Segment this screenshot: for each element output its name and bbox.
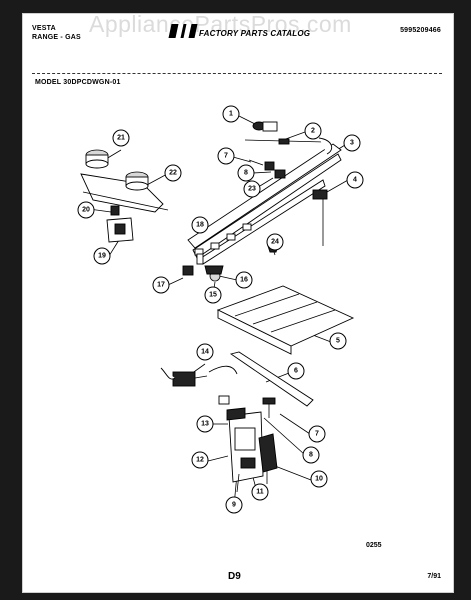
svg-text:11: 11 — [256, 489, 264, 496]
callout-4: 4 — [346, 171, 364, 189]
callout-13: 13 — [196, 415, 214, 433]
svg-text:2: 2 — [311, 128, 315, 135]
svg-text:13: 13 — [201, 421, 209, 428]
callout-19: 19 — [93, 247, 111, 265]
svg-text:23: 23 — [248, 186, 256, 193]
callout-9: 9 — [225, 496, 243, 514]
svg-text:5: 5 — [336, 338, 340, 345]
callout-3: 3 — [343, 134, 361, 152]
callout-14: 14 — [196, 343, 214, 361]
callout-20: 20 — [77, 201, 95, 219]
thermostat-valve — [226, 407, 278, 493]
callout-8-lower: 8 — [302, 446, 320, 464]
svg-text:14: 14 — [201, 349, 209, 356]
svg-text:18: 18 — [196, 222, 204, 229]
callout-2: 2 — [304, 122, 322, 140]
callout-6: 6 — [287, 362, 305, 380]
exploded-parts-diagram: 1 2 3 4 5 6 7 7 8 8 9 10 11 12 13 14 15 … — [77, 105, 364, 514]
callout-18: 18 — [191, 216, 209, 234]
svg-text:8: 8 — [309, 452, 313, 459]
callout-5: 5 — [329, 332, 347, 350]
svg-text:9: 9 — [232, 502, 236, 509]
broiler-deflector — [216, 285, 355, 355]
callout-7-upper: 7 — [217, 147, 235, 165]
header-rule — [32, 73, 442, 74]
gas-manifold — [187, 121, 342, 265]
callout-23: 23 — [243, 180, 261, 198]
svg-text:22: 22 — [169, 170, 177, 177]
svg-text:8: 8 — [244, 170, 248, 177]
callout-24: 24 — [266, 233, 284, 251]
svg-text:15: 15 — [209, 292, 217, 299]
svg-text:4: 4 — [353, 177, 357, 184]
catalog-date: 7/91 — [427, 573, 441, 580]
page-number: D9 — [228, 571, 241, 582]
svg-text:19: 19 — [98, 253, 106, 260]
oven-burner — [160, 351, 314, 418]
callout-7-lower: 7 — [308, 425, 326, 443]
svg-text:1: 1 — [229, 111, 233, 118]
callout-10: 10 — [310, 470, 328, 488]
svg-text:6: 6 — [294, 368, 298, 375]
svg-text:7: 7 — [315, 431, 319, 438]
callout-22: 22 — [164, 164, 182, 182]
catalog-sheet: AppliancePartsPros.com VESTA RANGE - GAS… — [22, 11, 454, 593]
callout-8-upper: 8 — [237, 164, 255, 182]
model-label: MODEL 30DPCDWGN-01 — [35, 79, 121, 86]
burner-assembly — [80, 149, 169, 243]
svg-text:16: 16 — [240, 277, 248, 284]
callout-12: 12 — [191, 451, 209, 469]
svg-text:24: 24 — [271, 239, 279, 246]
callout-17: 17 — [152, 276, 170, 294]
callout-16: 16 — [235, 271, 253, 289]
svg-text:3: 3 — [350, 140, 354, 147]
callout-21: 21 — [112, 129, 130, 147]
svg-text:10: 10 — [315, 476, 323, 483]
svg-text:17: 17 — [157, 282, 165, 289]
drawing-code: 0255 — [366, 542, 382, 549]
callout-11: 11 — [251, 483, 269, 501]
watermark: AppliancePartsPros.com — [89, 11, 352, 37]
callout-1: 1 — [222, 105, 240, 123]
svg-text:21: 21 — [117, 135, 125, 142]
catalog-title: FACTORY PARTS CATALOG — [199, 29, 311, 38]
svg-text:7: 7 — [224, 153, 228, 160]
svg-text:20: 20 — [82, 207, 90, 214]
callout-15: 15 — [204, 286, 222, 304]
product-label: RANGE - GAS — [32, 34, 81, 41]
svg-text:12: 12 — [196, 457, 204, 464]
brand-label: VESTA — [32, 25, 56, 32]
part-number: 5995209466 — [400, 27, 441, 34]
